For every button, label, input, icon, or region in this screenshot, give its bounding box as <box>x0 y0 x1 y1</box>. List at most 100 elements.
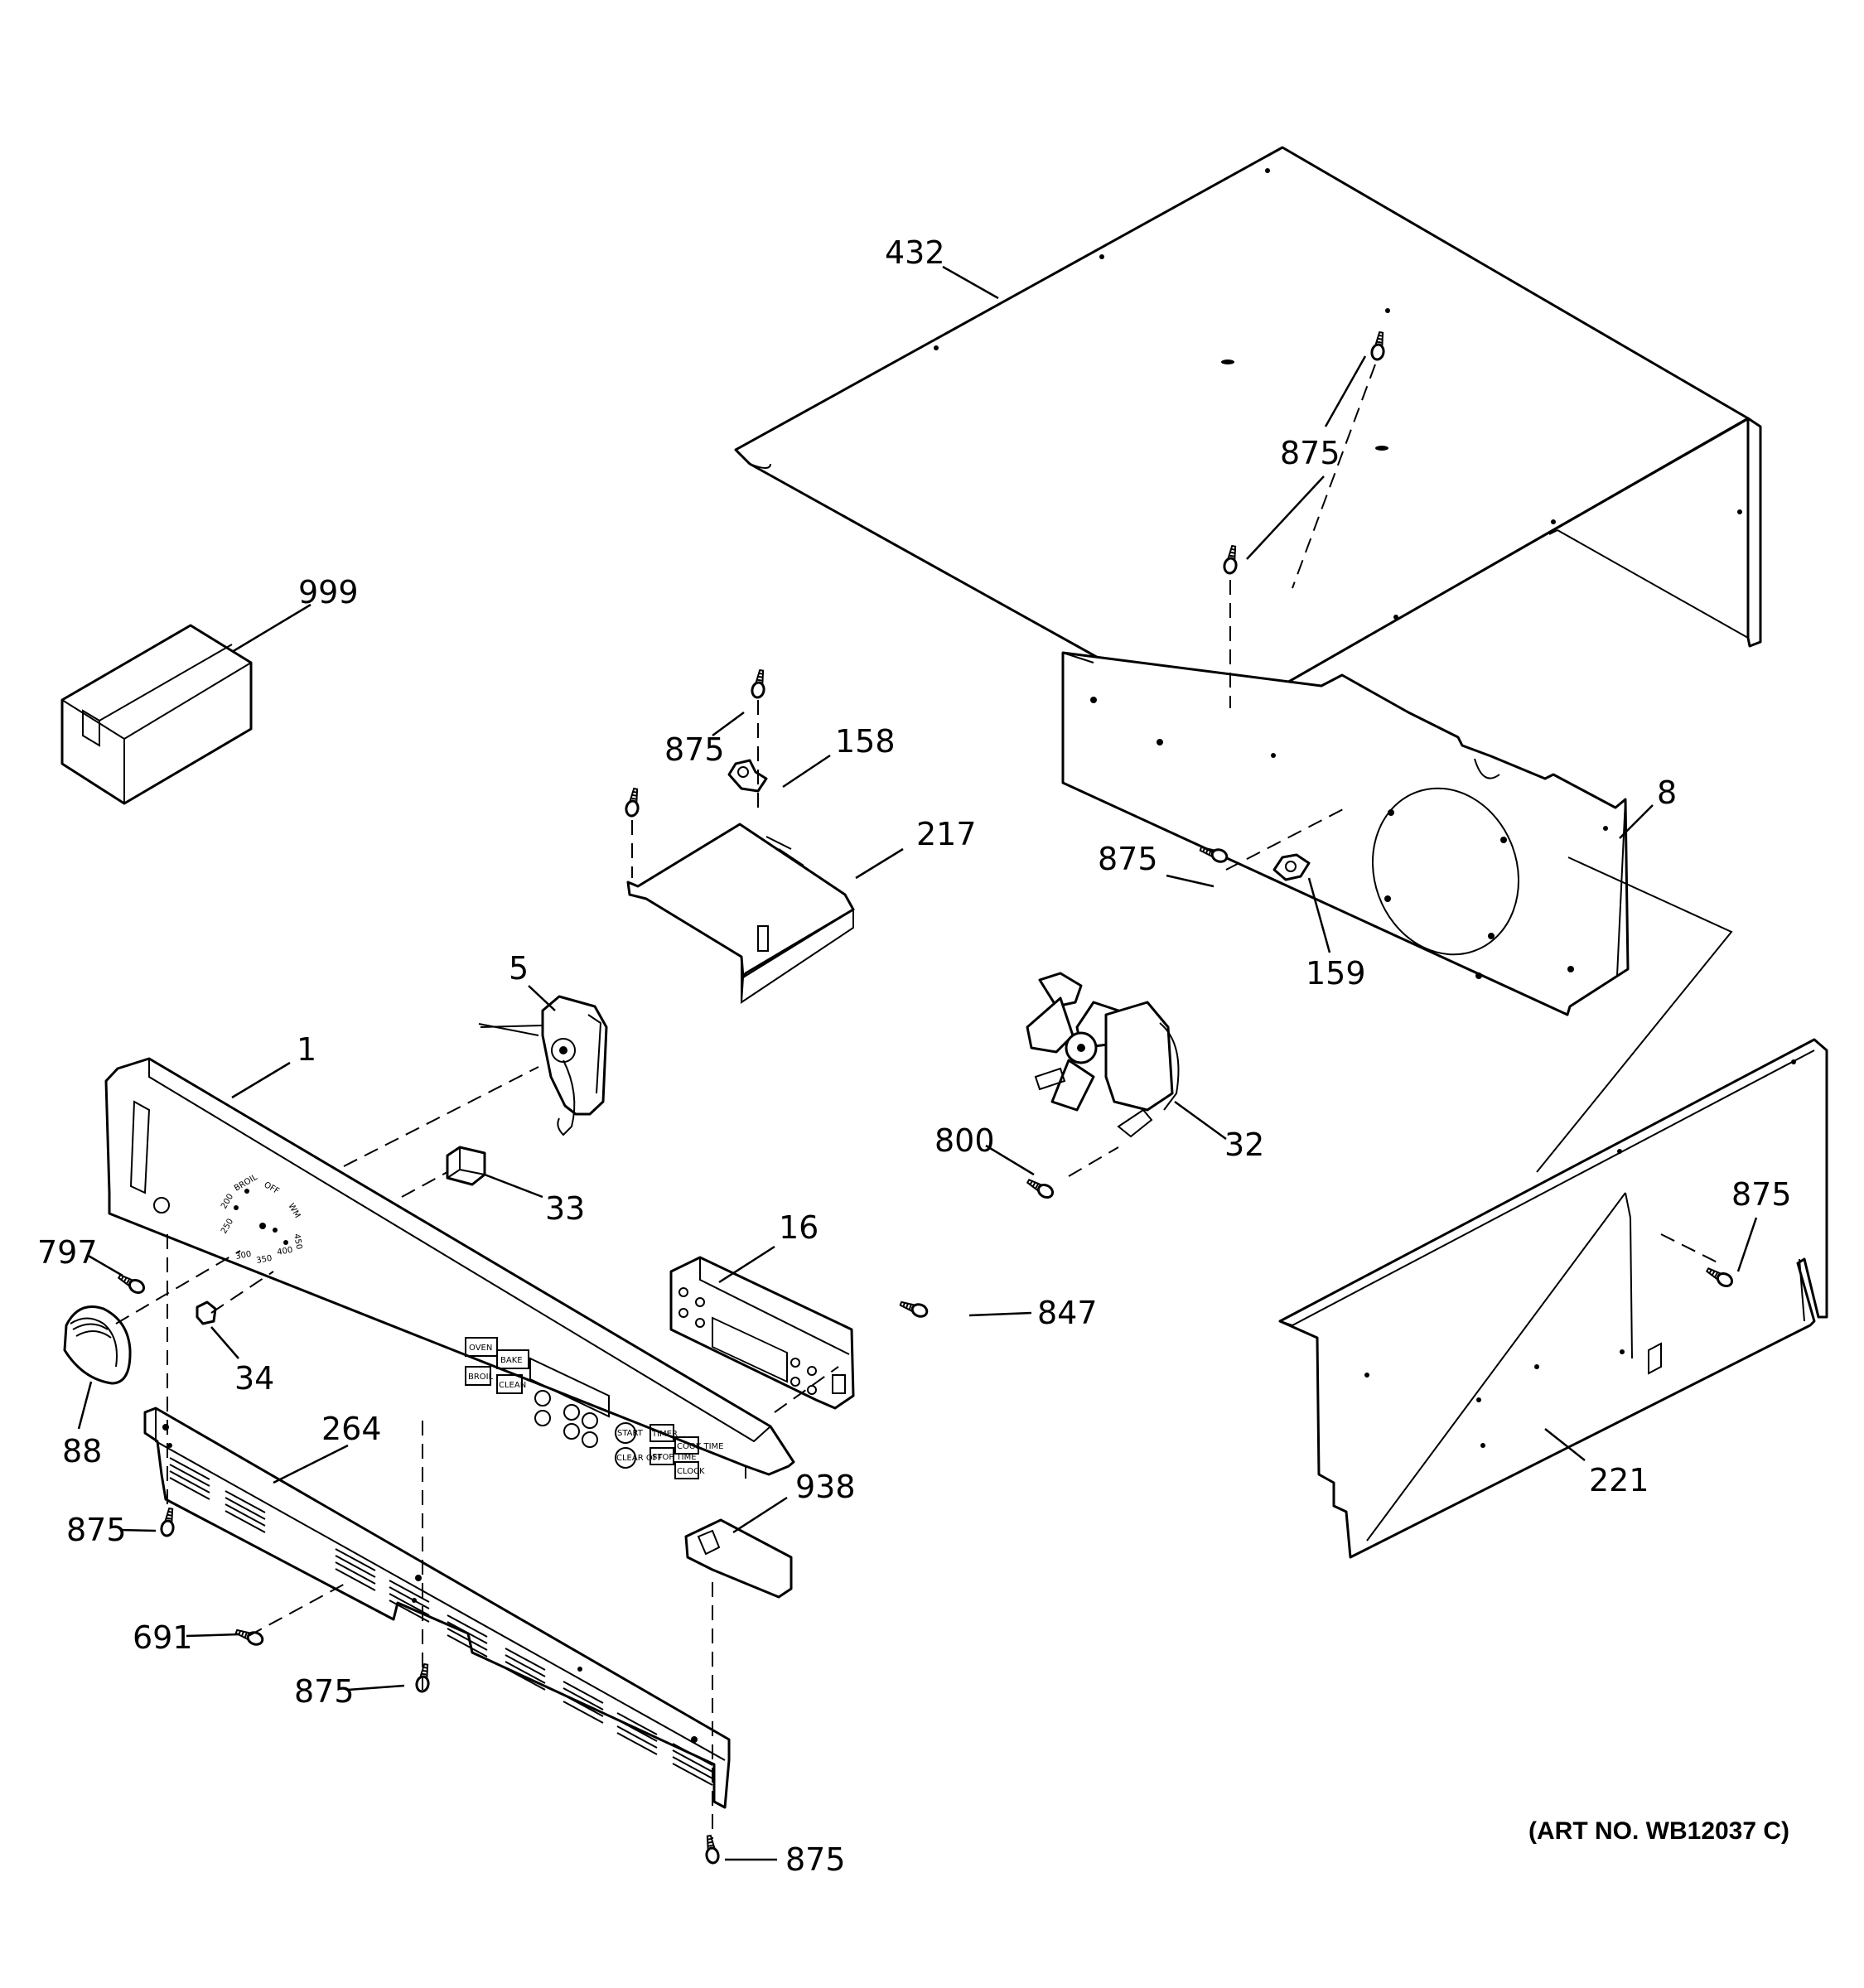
callout-221: 221 <box>1589 1462 1649 1498</box>
dial-label-450: 450 <box>292 1233 303 1251</box>
callout-88: 88 <box>62 1433 102 1469</box>
callout-33: 33 <box>545 1190 585 1227</box>
vent-slot <box>389 1580 430 1603</box>
vent-slot <box>563 1687 604 1711</box>
vent-slot <box>169 1464 210 1487</box>
callout-217: 217 <box>916 816 977 852</box>
vent-slots <box>169 1457 713 1786</box>
callout-1: 1 <box>297 1031 316 1068</box>
vent-slot <box>672 1749 713 1773</box>
callout-875-mid: 875 <box>294 1673 355 1710</box>
callout-691: 691 <box>133 1619 193 1656</box>
callout-938: 938 <box>795 1469 856 1505</box>
part-432-top-cover <box>734 146 1762 724</box>
vent-slot <box>505 1648 546 1671</box>
callout-5: 5 <box>509 950 529 987</box>
vent-slot <box>335 1568 376 1591</box>
callout-875-bottom: 875 <box>785 1841 846 1878</box>
vent-slot <box>389 1586 430 1609</box>
part-8-reference-line <box>1536 856 1733 1173</box>
callout-847: 847 <box>1037 1295 1098 1331</box>
screw-icon <box>1199 846 1229 863</box>
key-label-clear-off: CLEAR OFF <box>616 1454 662 1463</box>
screws <box>117 331 1734 1865</box>
screw-icon <box>1026 1179 1055 1199</box>
callout-875-shield: 875 <box>1098 841 1158 877</box>
vent-slot <box>447 1614 488 1638</box>
part-264-vent-trim <box>143 1407 731 1809</box>
callout-875-top: 875 <box>1280 435 1340 471</box>
callout-875-right: 875 <box>1731 1176 1792 1213</box>
callout-797: 797 <box>37 1234 98 1271</box>
vent-slot <box>447 1621 488 1644</box>
vent-slot <box>616 1732 658 1755</box>
vent-slot <box>616 1712 658 1735</box>
vent-slot <box>225 1510 266 1533</box>
dial-label-300: 300 <box>235 1250 253 1262</box>
screw-icon <box>899 1300 929 1318</box>
callout-999: 999 <box>298 574 359 610</box>
callout-875-left: 875 <box>66 1512 127 1548</box>
part-938-end-cap <box>684 1518 793 1599</box>
screw-icon <box>1370 331 1385 361</box>
part-1-control-panel: BROIL OFF WM 450 400 350 300 250 200 OVE… <box>104 1057 795 1479</box>
screw-icon <box>117 1274 146 1295</box>
part-32-fan-motor <box>1026 972 1180 1138</box>
key-label-stop-time: STOP TIME <box>652 1453 697 1462</box>
vent-slot <box>672 1743 713 1766</box>
leader-lines <box>77 265 1758 1861</box>
callout-264: 264 <box>321 1411 382 1447</box>
vent-slot <box>672 1763 713 1786</box>
callout-8: 8 <box>1657 774 1677 811</box>
callout-32: 32 <box>1224 1127 1264 1163</box>
callout-34: 34 <box>234 1360 274 1397</box>
part-34-indicator <box>196 1300 217 1325</box>
vent-slot <box>672 1756 713 1779</box>
vent-slot <box>447 1628 488 1651</box>
vent-slot <box>225 1497 266 1520</box>
callout-875-bracket: 875 <box>664 731 725 768</box>
callout-158: 158 <box>835 723 896 760</box>
vent-slot <box>225 1503 266 1527</box>
assembly-lines <box>115 364 1720 1839</box>
callout-159: 159 <box>1306 955 1366 992</box>
vent-slot <box>563 1694 604 1717</box>
callout-labels: 432 875 999 875 158 217 8 875 159 5 1 32… <box>37 234 1792 1878</box>
key-label-start: START <box>617 1429 644 1438</box>
callout-432: 432 <box>885 234 945 271</box>
vent-slot <box>335 1561 376 1585</box>
part-159-thermal-switch <box>1272 853 1311 881</box>
key-label-timer: TIMER <box>651 1430 678 1439</box>
vent-slot <box>616 1725 658 1749</box>
screw-icon <box>751 668 765 699</box>
art-number: (ART NO. WB12037 C) <box>1528 1817 1789 1845</box>
screw-icon <box>160 1507 175 1537</box>
dial-label-350: 350 <box>256 1254 273 1266</box>
part-158-sensor <box>727 759 768 793</box>
screw-icon <box>625 787 640 818</box>
part-217-bracket <box>626 823 855 1004</box>
callout-800: 800 <box>934 1122 995 1159</box>
key-label-clock: CLOCK <box>677 1467 705 1476</box>
part-221-lower-panel <box>1278 1038 1828 1559</box>
key-label-cook-time: COOK TIME <box>677 1442 723 1451</box>
screw-icon <box>1705 1267 1734 1288</box>
part-999-box-kit <box>60 624 253 805</box>
vent-slot <box>169 1457 210 1480</box>
part-88-knob <box>63 1305 132 1385</box>
vent-slot <box>447 1634 488 1657</box>
key-label-oven: OVEN <box>469 1344 492 1353</box>
vent-slot <box>169 1477 210 1500</box>
panel-keypad: OVEN BAKE BROIL CLEAN START CLEAR OFF TI… <box>465 1337 723 1479</box>
part-33-switch <box>446 1146 486 1186</box>
dial-label-400: 400 <box>277 1246 294 1257</box>
key-label-broil: BROIL <box>468 1373 494 1382</box>
vent-slot <box>563 1681 604 1704</box>
vent-slot <box>505 1654 546 1677</box>
vent-slot <box>505 1661 546 1684</box>
vent-slot <box>616 1719 658 1742</box>
vent-slot <box>225 1490 266 1513</box>
screw-icon <box>415 1662 430 1693</box>
key-label-clean: CLEAN <box>499 1381 526 1390</box>
